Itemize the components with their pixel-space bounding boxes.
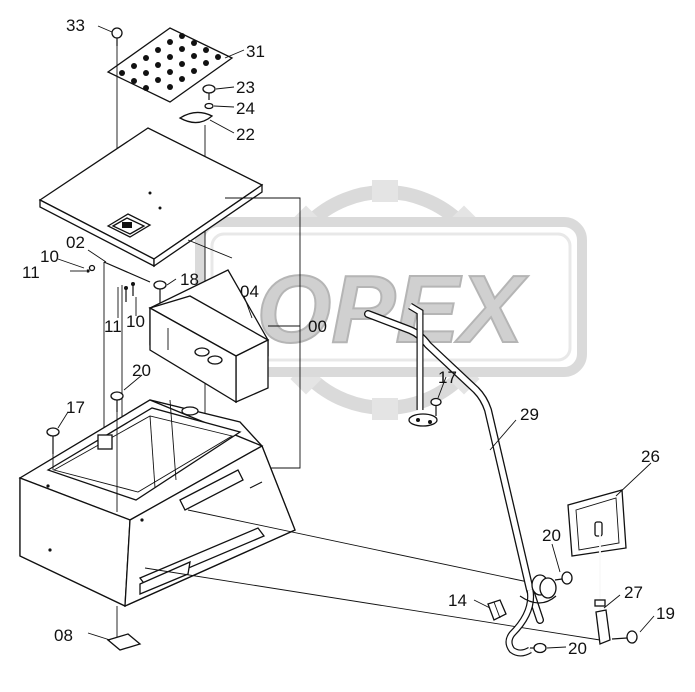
callout-20-bottom: 20 [568,639,587,658]
foot-bracket-08 [106,606,142,651]
screw-23 [202,84,216,100]
callout-10-left: 10 [40,247,59,266]
clip-14 [487,599,507,621]
cotter-pins-11-10 [124,282,135,302]
callout-11-left: 11 [22,263,40,282]
callout-10-center: 10 [126,312,145,331]
lid-panel [38,127,264,268]
bolt-17-right [430,397,442,416]
callout-33: 33 [66,16,85,35]
callout-11-center: 11 [104,317,122,336]
callout-29: 29 [520,405,539,424]
box-04 [148,269,270,404]
cap-22 [178,111,214,124]
callout-18: 18 [180,270,199,289]
callout-20-clamp: 20 [542,526,561,545]
washer-24 [204,102,214,110]
leader-00-frame [225,197,301,469]
callout-08: 08 [54,626,73,645]
leader-base-to-20 [187,509,529,583]
support-rod-27 [594,530,611,650]
callout-02: 02 [66,233,85,252]
leader-base-to-19 [144,567,601,641]
callout-26: 26 [641,447,660,466]
callout-04: 04 [240,282,259,301]
callout-31: 31 [246,42,265,61]
bolt-17-left [46,427,60,470]
hinge-rod-02 [86,261,151,283]
callout-24: 24 [236,99,255,118]
callout-23: 23 [236,78,255,97]
bolt-20-bottom [530,642,547,654]
bolt-20-clamp [554,571,573,585]
callout-leaders [57,25,655,649]
watermark-text: OPEX [257,256,529,363]
bolt-19 [611,630,638,644]
callout-20-base: 20 [132,361,151,380]
callout-19: 19 [656,604,675,623]
callout-27: 27 [624,583,643,602]
lid-latch [106,213,152,238]
callout-00: 00 [308,317,327,336]
callout-17-right: 17 [438,368,457,387]
callout-22: 22 [236,125,255,144]
perforated-plate-31 [106,27,234,103]
callout-14: 14 [448,591,467,610]
callout-17-left: 17 [66,398,85,417]
bolt-20-base [110,391,124,512]
base-enclosure [18,399,296,608]
sign-plate-26 [567,489,627,557]
callout-labels: 33 31 23 24 22 02 10 11 18 11 10 04 00 2… [22,16,675,658]
handrail-29 [364,302,557,657]
handrail-clamp [519,574,557,604]
bolt-18 [153,280,167,304]
